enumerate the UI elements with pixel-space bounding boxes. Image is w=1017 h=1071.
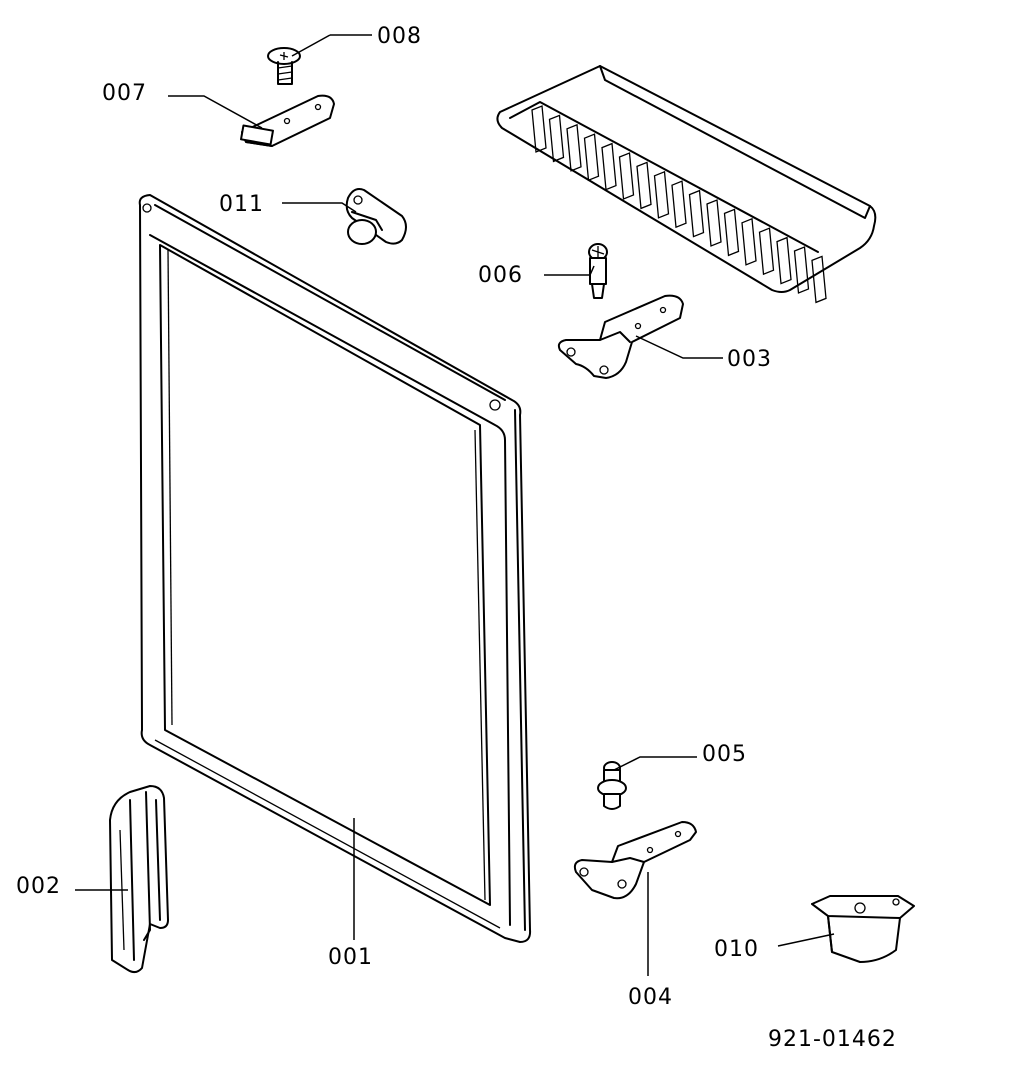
grille-slot (548, 114, 565, 163)
grille-slot (636, 161, 652, 210)
grille-slot (793, 246, 810, 294)
part-label-007: 007 (102, 81, 147, 106)
grille-slot (706, 199, 722, 247)
part-label-005: 005 (702, 742, 747, 767)
part-label-008: 008 (377, 24, 422, 49)
grille-slot (601, 142, 617, 191)
grille-slot (741, 217, 757, 266)
grille-slot (618, 152, 635, 200)
grille-slot (776, 236, 792, 285)
drawing-number: 921-01462 (768, 1027, 897, 1052)
vent-grille-part (496, 65, 877, 304)
part-label-001: 001 (328, 945, 373, 970)
door-panel-part (138, 194, 532, 943)
grille-slot (566, 123, 582, 172)
part-label-003: 003 (727, 347, 772, 372)
grille-slot (671, 180, 687, 229)
grille-slot (811, 255, 827, 304)
part-label-006: 006 (478, 263, 523, 288)
part-label-010: 010 (714, 937, 759, 962)
latch-plate-part (240, 94, 335, 147)
leader-lines (75, 34, 835, 976)
pivot-pin-upper-part (588, 243, 608, 299)
grille-slot (723, 208, 740, 257)
grille-slot (758, 227, 775, 276)
grille-slot (653, 170, 670, 219)
knob-part (345, 188, 407, 245)
grille-slot (531, 105, 547, 153)
door-handle-part (109, 785, 169, 974)
screw-part (267, 47, 301, 85)
foot-cap-part (811, 895, 915, 963)
grille-slot (688, 189, 705, 238)
part-label-011: 011 (219, 192, 264, 217)
lower-hinge-part (573, 821, 697, 900)
part-label-002: 002 (16, 874, 61, 899)
part-label-004: 004 (628, 985, 673, 1010)
grille-slot (583, 133, 600, 182)
upper-hinge-part (557, 294, 684, 379)
pivot-pin-lower-part (597, 761, 627, 810)
